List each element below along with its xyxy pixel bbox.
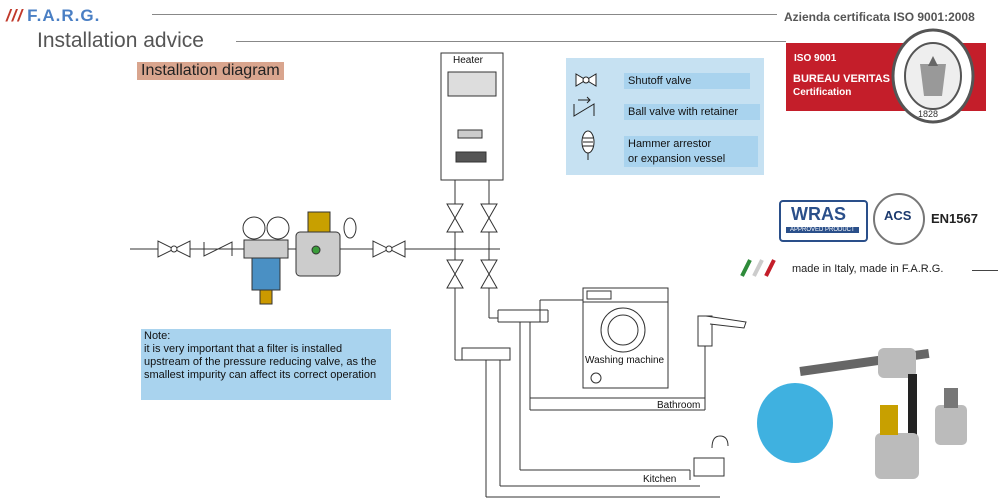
piping xyxy=(130,180,720,498)
logo-stripes-icon: /// xyxy=(6,6,24,25)
note-heading: Note: xyxy=(144,330,171,342)
inlet-shutoff-valve-icon xyxy=(157,240,191,258)
iso-label: ISO 9001 xyxy=(794,53,837,64)
washing-machine-icon xyxy=(582,287,669,389)
main-shutoff-valve-icon xyxy=(372,240,406,258)
shutoff-valve-icon xyxy=(575,73,597,87)
hammer-arrestor-main-icon xyxy=(343,217,357,239)
legend-label-ball-valve: Ball valve with retainer xyxy=(624,104,760,120)
note-box: Note: it is very important that a filter… xyxy=(141,329,391,400)
hammer-arrestor-icon xyxy=(581,130,595,160)
certification-line: Azienda certificata ISO 9001:2008 xyxy=(784,10,975,24)
farg-logo: ///F.A.R.G. xyxy=(6,6,100,26)
heater-icon xyxy=(440,52,504,181)
ball-valve-icon xyxy=(573,96,595,117)
heater-shutoff-valves-icon xyxy=(446,203,498,289)
legend-icons xyxy=(573,73,597,160)
kitchen-label: Kitchen xyxy=(643,474,677,485)
acs-label: ACS xyxy=(884,208,912,223)
ball-valve-retainer-icon xyxy=(203,241,233,257)
bathroom-label: Bathroom xyxy=(657,400,701,411)
wras-sub-label: APPROVED PRODUCT xyxy=(786,227,859,233)
kitchen-tap-icon xyxy=(693,435,729,477)
legend-panel: Shutoff valve Ball valve with retainer H… xyxy=(566,58,764,175)
legend-label-shutoff: Shutoff valve xyxy=(624,73,750,89)
page-title: Installation advice xyxy=(37,29,204,52)
pressure-gauges-icon xyxy=(242,216,290,305)
wras-label: WRAS xyxy=(791,204,846,224)
italy-flag-icon xyxy=(740,259,776,277)
note-text: it is very important that a filter is in… xyxy=(144,343,377,381)
legend-label-hammer: Hammer arrestor xyxy=(624,136,758,152)
diagram-title: Installation diagram xyxy=(137,62,284,80)
header-rule xyxy=(152,14,777,15)
title-rule xyxy=(236,41,786,42)
bureau-veritas-sub: Certification xyxy=(793,87,852,98)
washing-machine-label: Washing machine xyxy=(585,355,665,366)
seal-year: 1828 xyxy=(918,109,939,119)
acs-badge xyxy=(873,193,925,245)
float-valve-product-icon xyxy=(757,348,967,479)
bathroom-tap-icon xyxy=(697,315,747,347)
en1567-label: EN1567 xyxy=(931,211,978,226)
bureau-veritas-name: BUREAU VERITAS xyxy=(793,73,890,85)
legend-label-vessel: or expansion vessel xyxy=(624,151,758,167)
bureau-veritas-seal-icon xyxy=(891,28,975,124)
made-in-rule xyxy=(972,270,998,271)
heater-label: Heater xyxy=(453,55,484,66)
made-in-italy: made in Italy, made in F.A.R.G. xyxy=(792,263,944,275)
wras-badge xyxy=(779,200,868,242)
pressure-reducing-valve-icon xyxy=(295,211,341,277)
brand-name: F.A.R.G. xyxy=(27,6,101,25)
